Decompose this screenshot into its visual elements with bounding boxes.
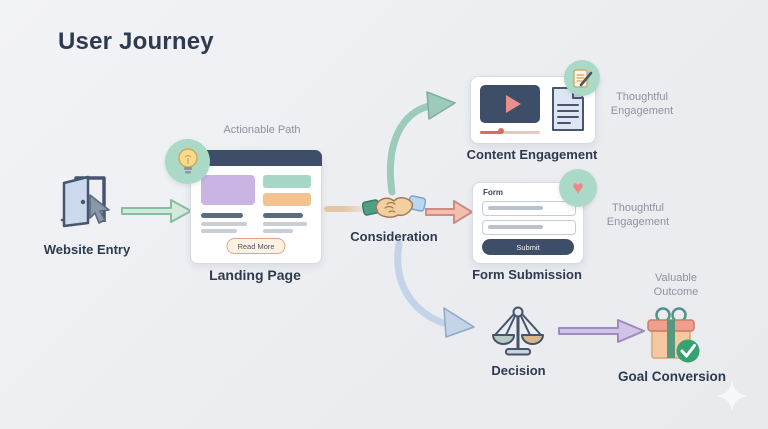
scales-icon <box>492 306 544 356</box>
form-input-1 <box>482 201 576 216</box>
label-form-submission: Form Submission <box>472 267 582 282</box>
label-decision: Decision <box>491 363 546 378</box>
arrow-decision-to-goal <box>558 319 645 343</box>
text-line <box>263 229 293 233</box>
cursor-icon <box>89 194 110 224</box>
heart-badge: ♥ <box>559 169 597 207</box>
lightbulb-icon <box>177 147 198 173</box>
annotation-thoughtful-engagement-bottom: Thoughtful Engagement <box>606 202 670 229</box>
memo-badge <box>564 60 600 96</box>
annotation-valuable-outcome: Valuable Outcome <box>653 272 699 299</box>
input-placeholder <box>488 225 543 229</box>
landing-page-card: Read More <box>190 150 322 264</box>
video-progress-fill <box>480 130 501 134</box>
text-line <box>201 229 237 233</box>
video-progress-handle <box>498 128 504 134</box>
text-line <box>263 222 307 226</box>
annotation-actionable-path: Actionable Path <box>223 124 301 136</box>
hero-block <box>201 175 255 205</box>
arrow-entry-to-landing <box>121 199 192 223</box>
check-icon <box>676 339 700 363</box>
input-placeholder <box>488 206 543 210</box>
arrow-consideration-to-decision <box>394 240 475 338</box>
label-consideration: Consideration <box>350 229 438 244</box>
gift-icon <box>647 307 700 363</box>
read-more-button: Read More <box>226 238 286 254</box>
form-title: Form <box>483 188 503 197</box>
text-line <box>201 222 247 226</box>
arrow-landing-to-consideration <box>324 206 372 212</box>
video-player <box>480 85 540 123</box>
teal-block <box>263 175 311 188</box>
submit-button: Submit <box>482 239 574 255</box>
label-landing-page: Landing Page <box>209 267 301 283</box>
play-icon <box>506 95 521 113</box>
page-title: User Journey <box>58 28 214 55</box>
text-line <box>263 213 303 218</box>
annotation-thoughtful-engagement-top: Thoughtful Engagement <box>610 91 674 118</box>
arrow-consideration-to-content <box>386 91 456 196</box>
sparkle-icon <box>716 380 748 412</box>
text-line <box>201 213 243 218</box>
form-input-2 <box>482 220 576 235</box>
lightbulb-badge <box>165 139 210 184</box>
orange-block <box>263 193 311 206</box>
handshake-icon <box>362 195 426 218</box>
label-website-entry: Website Entry <box>43 242 131 257</box>
video-progress-track <box>480 131 540 134</box>
arrow-consideration-to-form <box>425 200 473 224</box>
label-goal-conversion: Goal Conversion <box>617 369 727 384</box>
label-content-engagement: Content Engagement <box>466 147 598 162</box>
heart-icon: ♥ <box>572 177 584 199</box>
memo-icon <box>572 68 592 88</box>
door-icon <box>60 175 106 228</box>
